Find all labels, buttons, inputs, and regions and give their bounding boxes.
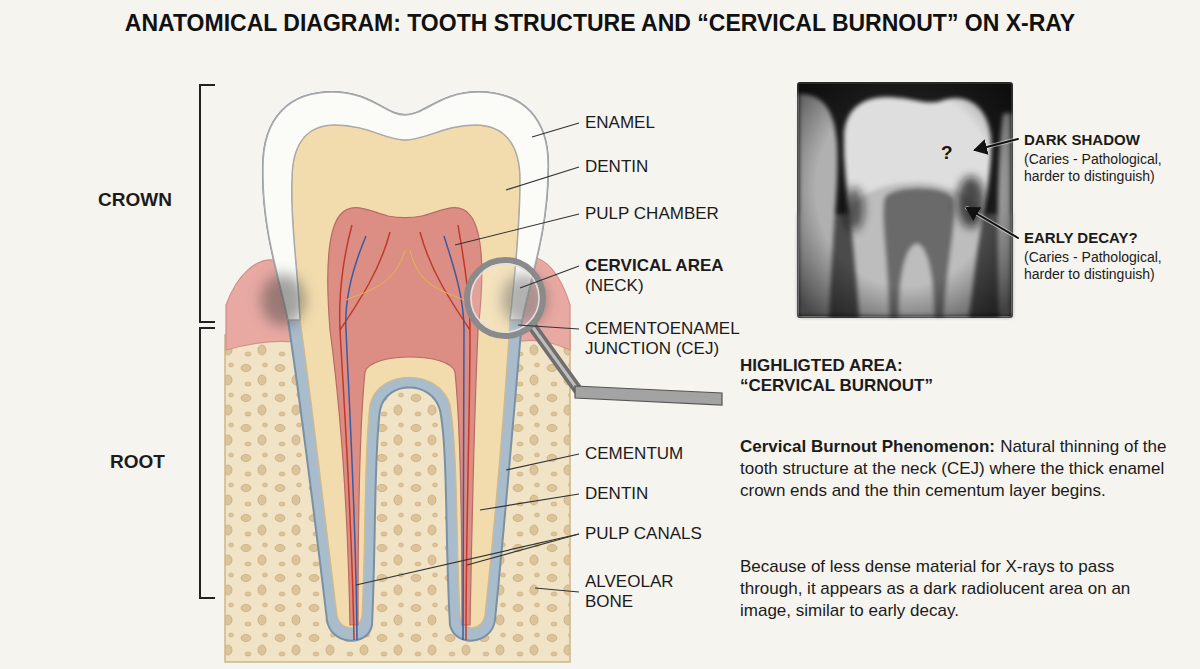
xray-callout: EARLY DECAY? [1024,229,1138,247]
part-label: CEMENTUM [585,444,683,464]
part-label: DENTIN [585,484,648,504]
xray-panel: ? [797,82,1013,318]
cervical-shadow [261,274,305,326]
part-label: DENTIN [585,157,648,177]
part-label: PULP CHAMBER [585,204,719,224]
part-bracket-label: CROWN [98,189,172,212]
callout-heading: HIGHLIGTED AREA: “CERVICAL BURNOUT” [740,356,955,397]
part-label: ALVEOLAR BONE [585,572,695,613]
part-bracket-label: ROOT [110,451,165,474]
part-label: ENAMEL [585,113,655,133]
xray-callout-note: (Caries - Pathological, harder to distin… [1024,151,1194,185]
blood-vessels [340,225,470,640]
root-bracket [200,328,215,598]
cementum [263,92,548,641]
dentin [292,125,520,628]
xray-image [799,84,1011,316]
part-label: PULP CANALS [585,524,702,544]
diagram-title: ANATOMICAL DIAGRAM: TOOTH STRUCTURE AND … [125,10,1075,37]
part-label: CERVICAL AREA [585,256,724,276]
question-mark: ? [941,142,953,165]
pulp [328,208,482,625]
xray-callout: DARK SHADOW [1024,131,1140,149]
xray-callout-note: (Caries - Pathological, harder to distin… [1024,249,1194,283]
note-heading: Cervical Burnout Phenomenon: [740,437,995,456]
part-label: CEMENTOENAMEL JUNCTION (CEJ) [585,319,775,360]
leader-lines [356,123,579,592]
note-paragraph: Cervical Burnout Phenomenon:Natural thin… [740,436,1180,502]
part-label: (NECK) [585,276,644,296]
note-text: Because of less dense material for X-ray… [740,556,1180,622]
crown-bracket [200,85,215,322]
